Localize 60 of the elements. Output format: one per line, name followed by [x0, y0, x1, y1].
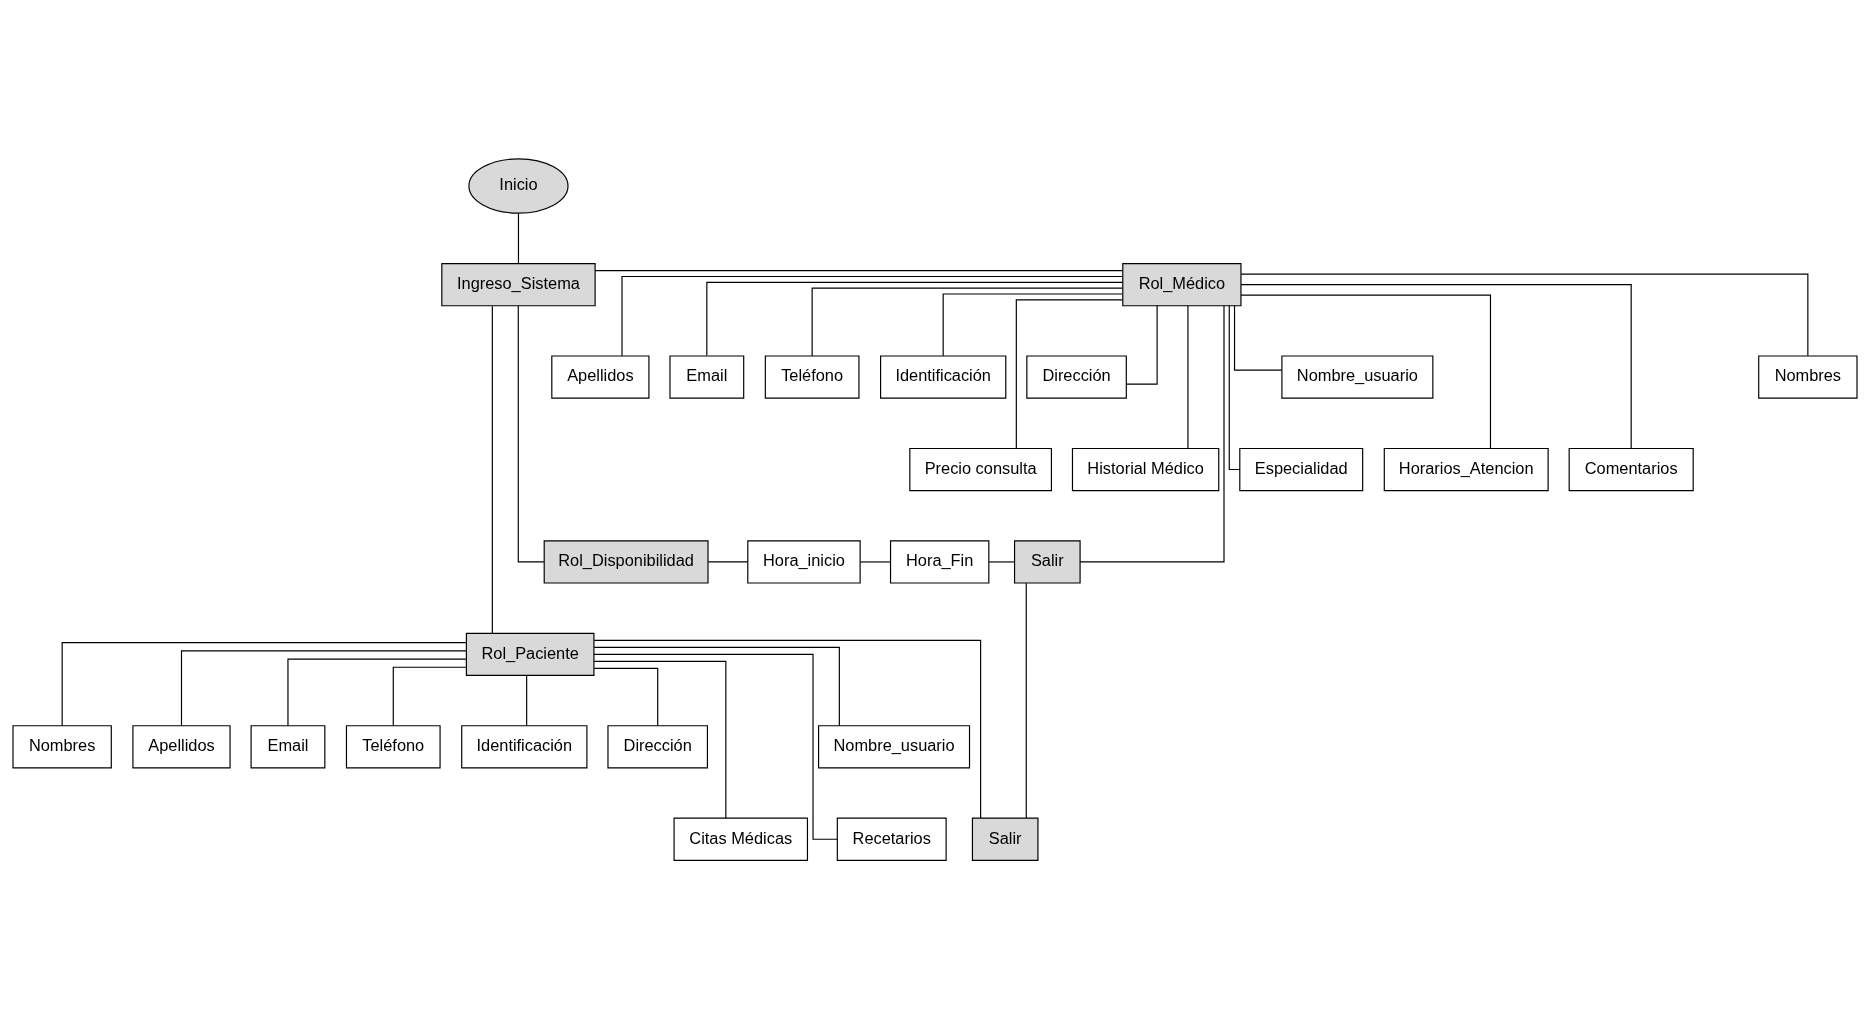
node-box: Apellidos — [132, 724, 231, 768]
node-box: Precio consulta — [909, 447, 1052, 491]
connector — [593, 646, 840, 726]
connector — [1233, 304, 1283, 371]
connector — [1187, 304, 1189, 449]
node-box: Salir — [971, 817, 1039, 861]
connector — [811, 287, 1124, 357]
node-box: Teléfono — [345, 724, 441, 768]
connector — [491, 305, 493, 634]
node-box: Horarios_Atencion — [1383, 447, 1549, 491]
node-box: Comentarios — [1568, 447, 1694, 491]
node-box: Nombre_usuario — [1281, 354, 1434, 399]
connector — [287, 658, 467, 726]
connector — [517, 304, 545, 563]
node-box: Ingreso_Sistema — [441, 262, 596, 306]
connector — [1015, 298, 1124, 449]
connector — [61, 641, 467, 726]
node-box: Nombre_usuario — [818, 724, 971, 768]
connector — [1025, 582, 1027, 818]
node-box: Recetarios — [836, 817, 947, 861]
connector — [593, 639, 982, 819]
node-box: Teléfono — [764, 354, 860, 399]
connector — [706, 281, 1124, 356]
node-box: Email — [669, 354, 745, 399]
node-box: Dirección — [1026, 354, 1127, 399]
connector — [593, 660, 727, 819]
node-box: Dirección — [607, 724, 708, 768]
connector — [392, 666, 467, 726]
node-box: Salir — [1013, 539, 1081, 584]
connector — [1240, 294, 1492, 449]
node-box: Rol_Médico — [1122, 262, 1242, 306]
node-box: Hora_inicio — [747, 539, 861, 584]
connector — [526, 674, 528, 726]
connector — [707, 560, 749, 563]
node-box: Citas Médicas — [673, 817, 809, 861]
connector — [594, 269, 1123, 271]
connector — [1240, 283, 1632, 449]
node-box: Identificación — [461, 724, 588, 768]
node-box: Identificación — [880, 354, 1007, 399]
connector — [593, 667, 659, 726]
node-box: Rol_Disponibilidad — [543, 539, 709, 584]
node-box: Nombres — [1758, 354, 1858, 399]
node-box: Apellidos — [551, 354, 650, 399]
node-box: Historial Médico — [1071, 447, 1220, 491]
node-box: Especialidad — [1239, 447, 1364, 491]
connector — [988, 560, 1016, 563]
node-box: Email — [250, 724, 326, 768]
connector — [621, 275, 1124, 356]
connector — [859, 560, 891, 563]
connector — [942, 292, 1124, 356]
connector — [1240, 273, 1809, 356]
node-ellipse: Inicio — [468, 157, 569, 214]
node-box: Rol_Paciente — [465, 632, 595, 676]
connector — [180, 649, 467, 726]
connector — [1079, 304, 1225, 563]
node-box: Nombres — [12, 724, 112, 768]
node-box: Hora_Fin — [889, 539, 990, 584]
connector — [1126, 304, 1158, 385]
connector — [517, 212, 520, 264]
connector — [1228, 304, 1241, 470]
